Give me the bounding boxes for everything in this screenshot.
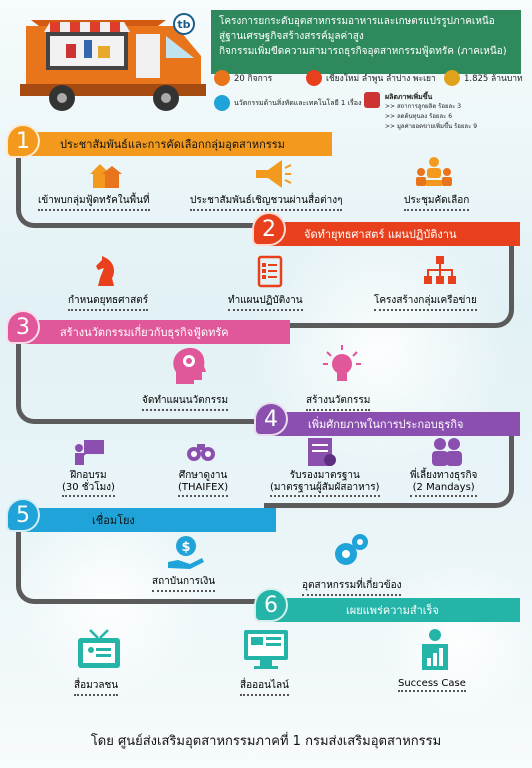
step-2-item: กำหนดยุทธศาสตร์ xyxy=(68,293,149,311)
step-4-badge: 4 xyxy=(254,402,288,436)
chart-icon xyxy=(364,92,380,108)
tv-icon xyxy=(78,629,120,668)
head-bulb-icon xyxy=(173,347,206,384)
project-title: โครงการยกระดับอุตสาหกรรมอาหารและเกษตรแปร… xyxy=(211,10,521,74)
title-line: โครงการยกระดับอุตสาหกรรมอาหารและเกษตรแปร… xyxy=(219,16,495,27)
step-1-item: ประชาสัมพันธ์เชิญชวนผ่านสื่อต่างๆ xyxy=(190,193,343,211)
certificate-icon xyxy=(308,438,336,466)
step-4-item: ฝึกอบรม(30 ชั่วโมง) xyxy=(62,470,115,497)
header: tb โครงการยกระดับอุตสาหกรรมอาหารและเกษตร… xyxy=(0,0,532,130)
step-3-item: จัดทำแผนนวัตกรรม xyxy=(142,393,229,411)
step-3-badge: 3 xyxy=(6,310,40,344)
step-4-item: รับรองมาตรฐาน(มาตรฐานผู้สัมผัสอาหาร) xyxy=(270,470,380,497)
result-item: >> สถาการลูกผลิต ร้อยละ 3 xyxy=(385,103,462,110)
training-icon xyxy=(75,440,104,465)
step-3-title: สร้างนวัตกรรมเกี่ยวกับธุรกิจฟู้ดทรัค xyxy=(14,320,290,344)
value-stat: 1.825 ล้านบาท xyxy=(444,70,523,86)
food-truck-icon: tb xyxy=(20,13,206,111)
step-5-title: เชื่อมโยง xyxy=(14,508,276,532)
background-glow xyxy=(250,220,510,480)
provinces-stat: เชียงใหม่ ลำพูน ลำปาง พะเยา xyxy=(306,70,436,86)
title-line: สู่ฐานเศรษฐกิจสร้างสรรค์มูลค่าสูง xyxy=(219,31,364,42)
step-1-item: เข้าพบกลุ่มฟู้ดทรัคในพื้นที่ xyxy=(38,193,150,211)
step-5-item: สถาบันการเงิน xyxy=(152,574,216,592)
houses-icon xyxy=(90,164,122,188)
location-icon xyxy=(306,70,322,86)
step-6-item: Success Case xyxy=(398,678,466,692)
success-chart-icon xyxy=(422,629,448,670)
binoculars-icon xyxy=(187,444,215,461)
background-glow xyxy=(380,560,532,720)
checklist-icon xyxy=(257,255,283,288)
lightbulb-icon xyxy=(323,345,361,381)
result-item: >> มูลค่ายอดขายเพิ่มขึ้น ร้อยละ 9 xyxy=(385,123,478,130)
org-chart-icon xyxy=(424,256,456,284)
step-4-title: เพิ่มศักยภาพในการประกอบธุรกิจ xyxy=(262,412,520,436)
step-5-badge: 5 xyxy=(6,498,40,532)
step-6-item: สื่อออนไลน์ xyxy=(240,678,289,696)
svg-text:$: $ xyxy=(181,540,190,555)
process-path xyxy=(264,420,514,508)
innovation-stat: นวัตกรรมด้านสิ่งทัดและเทคโนโลยี 1 เรื่อง xyxy=(214,95,361,111)
meeting-icon xyxy=(416,157,452,186)
money-bag-icon xyxy=(444,70,460,86)
process-path xyxy=(16,136,266,228)
title-line: กิจกรรมเพิ่มขีดความสามารถธุรกิจอุตสาหกรร… xyxy=(219,46,507,57)
step-1-item: ประชุมคัดเลือก xyxy=(404,193,470,211)
truck-icon xyxy=(214,70,230,86)
step-2-badge: 2 xyxy=(252,212,286,246)
step-4-item: พี่เลี้ยงทางธุรกิจ(2 Mandays) xyxy=(410,470,478,497)
process-path xyxy=(16,504,266,604)
money-hand-icon: $ xyxy=(168,536,204,569)
result-item: >> ลดต้นทุนลง ร้อยละ 6 xyxy=(385,113,453,120)
footer-credit: โดย ศูนย์ส่งเสริมอุตสาหกรรมภาคที่ 1 กรมส… xyxy=(90,734,442,749)
step-5-item: อุตสาหกรรมที่เกี่ยวข้อง xyxy=(302,578,402,596)
monitor-icon xyxy=(244,630,288,669)
gear-icon xyxy=(214,95,230,111)
step-3-item: สร้างนวัตกรรม xyxy=(306,393,371,411)
svg-text:tb: tb xyxy=(177,18,190,31)
step-1-badge: 1 xyxy=(6,124,40,158)
step-2-title: จัดทำยุทธศาสตร์ แผนปฏิบัติงาน xyxy=(258,222,520,246)
step-2-item: ทำแผนปฏิบัติงาน xyxy=(228,293,303,311)
mentoring-icon xyxy=(432,438,462,466)
results: ผลิตภาพเพิ่มขึ้น >> สถาการลูกผลิต ร้อยละ… xyxy=(385,93,478,130)
step-6-title: เผยแพร่ความสำเร็จ xyxy=(262,598,520,622)
activities-stat: 20 กิจการ xyxy=(214,70,272,86)
process-path xyxy=(264,224,514,328)
step-6-item: สื่อมวลชน xyxy=(74,678,119,696)
step-4-item: ศึกษาดูงาน(THAIFEX) xyxy=(178,470,229,497)
megaphone-icon xyxy=(256,160,292,188)
process-path xyxy=(16,324,266,424)
step-2-item: โครงสร้างกลุ่มเครือข่าย xyxy=(374,293,477,311)
chess-knight-icon xyxy=(96,256,114,286)
step-1-title: ประชาสัมพันธ์และการคัดเลือกกลุ่มอุตสาหกร… xyxy=(14,132,332,156)
gears-icon xyxy=(335,534,368,565)
step-6-badge: 6 xyxy=(254,588,288,622)
